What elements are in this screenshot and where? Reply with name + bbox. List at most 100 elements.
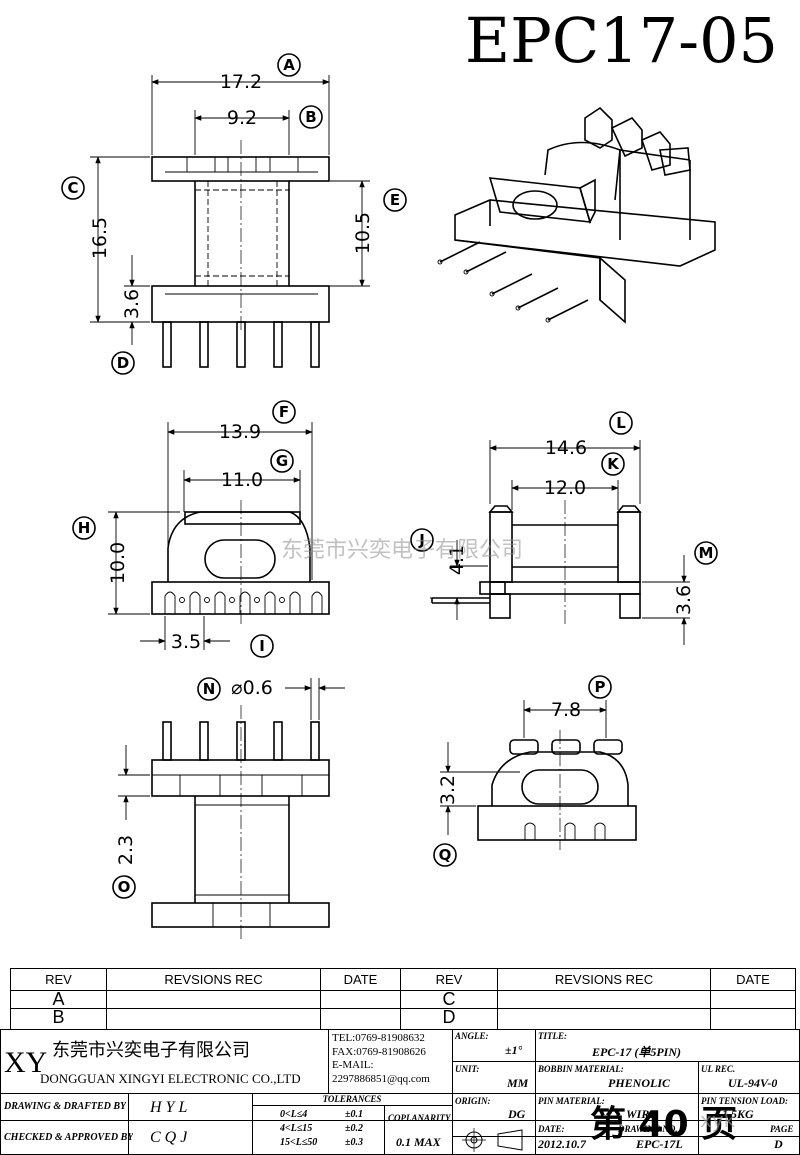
svg-text:A: A [283, 56, 295, 74]
checked-by-value: C Q J [150, 1129, 188, 1146]
callout-k: K [601, 452, 625, 476]
dim-b-value: 9.2 [227, 107, 257, 129]
title-label: TITLE: [538, 1031, 567, 1041]
dim-f-value: 13.9 [219, 421, 261, 443]
callout-l: L [609, 411, 633, 435]
company-name-cn: 东莞市兴奕电子有限公司 [52, 1040, 250, 1061]
tol-range-1: 0<L≤4 [280, 1109, 308, 1120]
dim-h-value: 10.0 [107, 542, 129, 584]
watermark-bottom: xyk [700, 1108, 736, 1132]
tol-range-2: 4<L≤15 [280, 1123, 313, 1134]
rev-c: C [442, 989, 456, 1009]
date-header-left: DATE [343, 972, 378, 987]
end-view: 14.6 12.0 4.1 3.6 [430, 437, 695, 645]
svg-text:O: O [118, 878, 131, 896]
svg-text:K: K [607, 455, 620, 473]
dim-i-value: 3.5 [171, 631, 201, 653]
company-email: 2297886851@qq.com [332, 1073, 430, 1085]
svg-text:Q: Q [439, 846, 452, 864]
svg-text:L: L [616, 414, 626, 432]
rev-a: A [52, 989, 65, 1009]
angle-label: ANGLE: [455, 1031, 489, 1041]
dim-j-value: 4.1 [446, 545, 468, 575]
svg-text:F: F [279, 403, 289, 421]
watermark: 东莞市兴奕电子有限公司 [281, 538, 523, 563]
dim-l-value: 14.6 [545, 437, 587, 459]
rec-header-left: REVSIONS REC [164, 972, 263, 987]
svg-text:H: H [78, 519, 91, 537]
pin-material-value: WIRE [626, 1107, 658, 1121]
date-header-right: DATE [736, 972, 770, 987]
callout-n: N [197, 677, 221, 701]
bottom-view: ⌀0.6 2.3 [115, 677, 345, 940]
date-label: DATE: [538, 1124, 565, 1134]
callout-j: J [410, 528, 434, 552]
company-fax: FAX:0769-81908626 [332, 1046, 426, 1058]
svg-text:J: J [418, 531, 425, 549]
coplanarity-value: 0.1 MAX [396, 1135, 441, 1149]
coplanarity-label: COPLANARITY [388, 1113, 451, 1123]
drafted-by-label: DRAWING & DRAFTED BY [4, 1101, 127, 1112]
dim-k-value: 12.0 [544, 477, 586, 499]
dim-g-value: 11.0 [221, 469, 263, 491]
dim-a-value: 17.2 [220, 71, 262, 93]
callout-p: P [588, 675, 612, 699]
callout-a: A [277, 53, 301, 77]
bobbin-material-label: BOBBIN MATERIAL: [538, 1064, 624, 1074]
unit-value: MM [507, 1076, 529, 1090]
drafted-by-value: H Y L [150, 1099, 188, 1116]
angle-value: ±1° [505, 1043, 523, 1057]
svg-text:P: P [595, 678, 606, 696]
page-label: PAGE [770, 1124, 794, 1134]
drawing-no-label: DRAWING NO. [618, 1124, 678, 1134]
callout-m: M [694, 541, 718, 565]
end-top-view: 7.8 3.2 [437, 699, 637, 850]
dim-d-value: 3.6 [121, 289, 143, 319]
callout-b: B [299, 105, 323, 129]
ul-value: UL-94V-0 [728, 1076, 778, 1090]
part-title: EPC17-05 [465, 4, 778, 77]
rev-header-right: REV [435, 972, 463, 987]
dim-n-value: ⌀0.6 [231, 677, 273, 699]
title-value: EPC-17 (单5PIN) [592, 1045, 681, 1059]
technical-drawing: EPC17-05 17.2 9.2 16. [61, 4, 778, 940]
dim-q-value: 3.2 [437, 775, 459, 805]
side-view: 13.9 11.0 10.0 3.5 [107, 421, 330, 653]
callout-h: H [72, 516, 96, 540]
date-value: 2012.10.7 [538, 1137, 586, 1151]
svg-text:C: C [67, 179, 78, 197]
callout-f: F [272, 400, 296, 424]
company-tel: TEL:0769-81908632 [332, 1032, 425, 1044]
svg-text:N: N [203, 680, 216, 698]
company-name-en: DONGGUAN XINGYI ELECTRONIC CO.,LTD [40, 1071, 301, 1086]
drawing-no-value: EPC-17L [636, 1137, 683, 1151]
rec-header-right: REVSIONS REC [554, 972, 654, 987]
callout-i: I [250, 634, 274, 658]
svg-text:I: I [259, 637, 265, 655]
svg-text:B: B [305, 108, 316, 126]
tol-value-1: ±0.1 [345, 1109, 363, 1120]
callout-g: G [270, 449, 294, 473]
company-logo: XY [4, 1046, 48, 1079]
page-number-overlay: 第 40 页 [590, 1104, 738, 1145]
page-value: D [774, 1137, 783, 1151]
rev-header-left: REV [45, 972, 72, 987]
ul-label: UL REC. [701, 1064, 736, 1074]
pin-tension-value: 1.5KG [722, 1107, 754, 1121]
tolerances-header: TOLERANCES [322, 1094, 382, 1104]
callout-q: Q [433, 843, 457, 867]
svg-text:E: E [390, 191, 400, 209]
front-view: 17.2 9.2 16.5 3.6 10.5 [89, 71, 374, 368]
tol-range-3: 15<L≤50 [280, 1137, 318, 1148]
svg-text:M: M [699, 544, 714, 562]
callout-e: E [383, 188, 407, 212]
origin-label: ORIGIN: [455, 1096, 491, 1106]
dim-o-value: 2.3 [115, 835, 137, 865]
pin-tension-label: PIN TENSION LOAD: [701, 1096, 789, 1106]
rev-b: B [52, 1007, 65, 1027]
callout-circles: A B C D E F G H I J K L M N O P Q [61, 53, 718, 899]
pin-material-label: PIN MATERIAL: [538, 1096, 605, 1106]
callout-d: D [111, 351, 135, 375]
svg-text:G: G [276, 452, 288, 470]
title-block: REV REVSIONS REC DATE REV REVSIONS REC D… [0, 968, 800, 1155]
